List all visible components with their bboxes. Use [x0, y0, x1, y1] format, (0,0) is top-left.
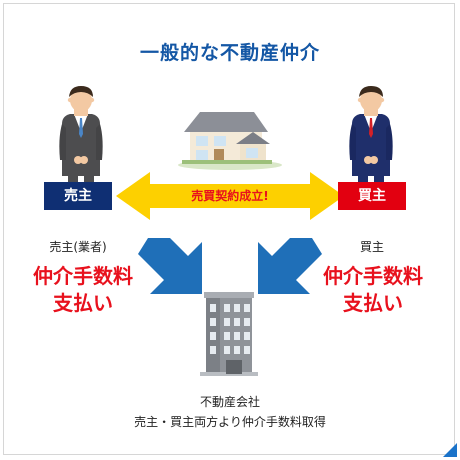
buyer-badge: 買主 — [338, 182, 406, 210]
house-icon — [178, 112, 282, 170]
arrow-down-right-icon — [138, 238, 202, 294]
double-arrow-icon — [116, 172, 344, 220]
arrow-down-left-icon — [258, 238, 322, 294]
corner-accent — [443, 443, 457, 457]
seller-person-icon — [59, 86, 103, 182]
buyer-fee-line2: 支払い — [343, 291, 403, 315]
contract-label: 売買契約成立! — [191, 189, 269, 203]
diagram-title: 一般的な不動産仲介 — [139, 42, 320, 64]
office-building-icon — [200, 292, 258, 376]
seller-fee-text: 仲介手数料 支払い — [18, 263, 148, 317]
company-name: 不動産会社 — [199, 395, 260, 409]
buyer-fee-line1: 仲介手数料 — [323, 264, 423, 288]
company-caption: 不動産会社 売主・買主両方より仲介手数料取得 — [0, 392, 460, 432]
buyer-person-icon — [349, 86, 393, 182]
seller-badge: 売主 — [44, 182, 112, 210]
seller-fee-line1: 仲介手数料 — [33, 264, 133, 288]
buyer-fee-text: 仲介手数料 支払い — [308, 263, 438, 317]
company-description: 売主・買主両方より仲介手数料取得 — [134, 415, 326, 429]
seller-fee-line2: 支払い — [53, 291, 113, 315]
seller-caption: 売主(業者) — [49, 240, 107, 254]
diagram-frame — [3, 3, 455, 455]
buyer-caption: 買主 — [359, 240, 384, 254]
